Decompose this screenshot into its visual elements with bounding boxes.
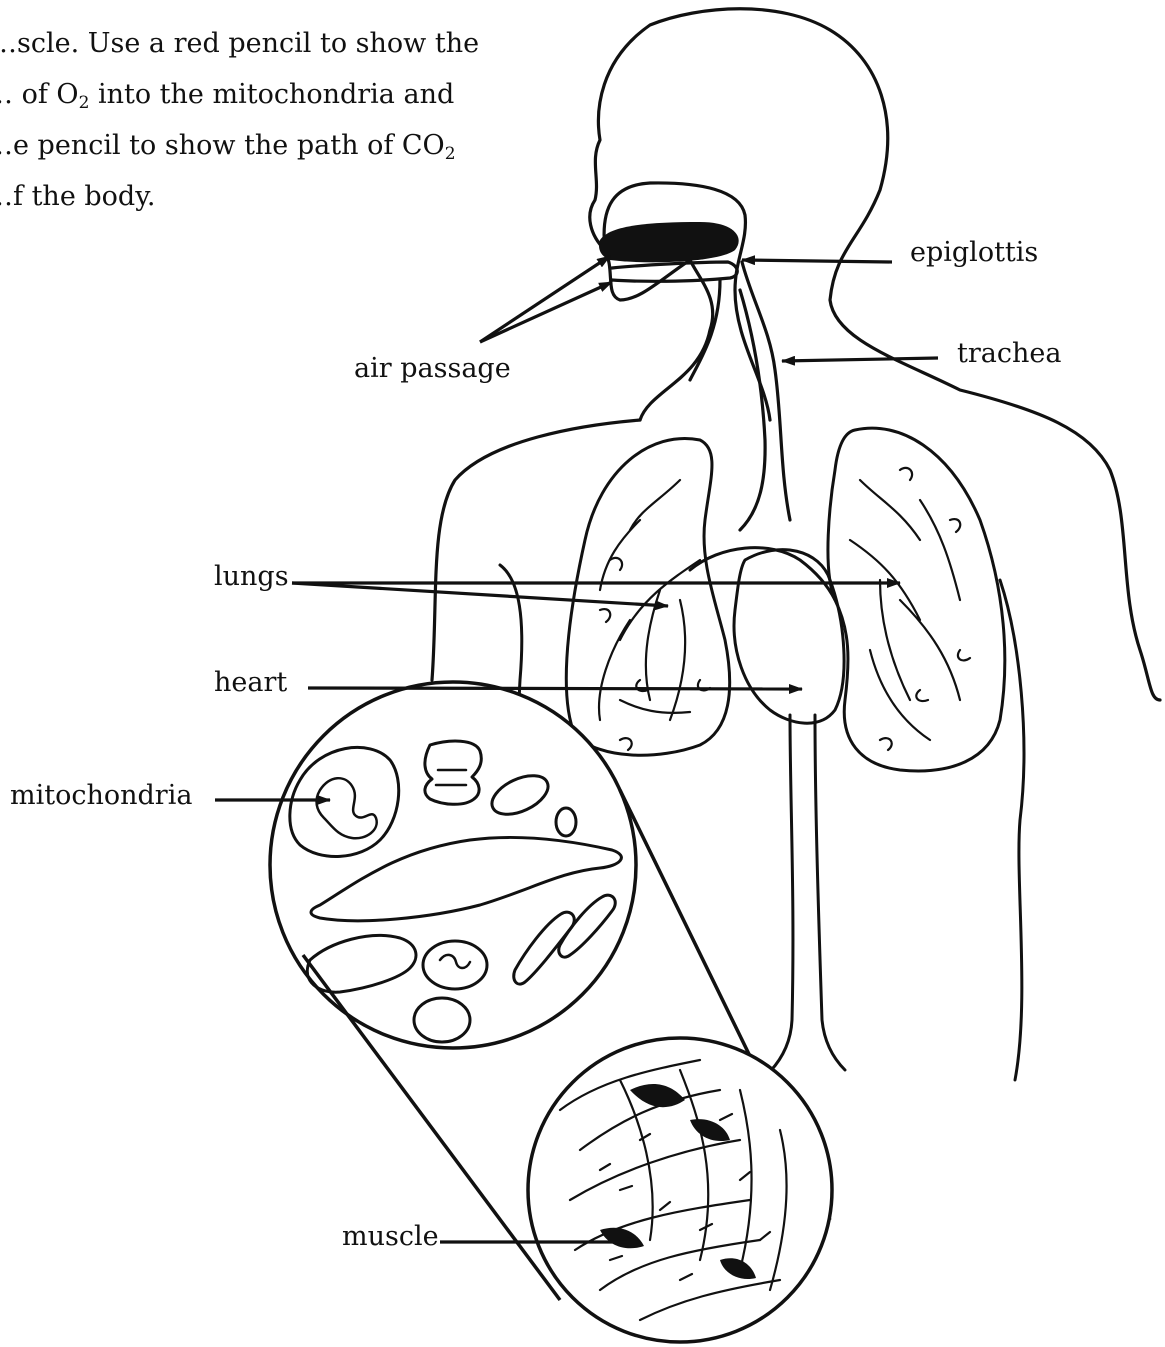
tongue-shape bbox=[599, 222, 739, 262]
vessel-down-left bbox=[720, 715, 793, 1100]
air-passage-pointer-1 bbox=[480, 256, 610, 342]
vessel-down-right bbox=[815, 715, 845, 1070]
epiglottis-pointer bbox=[742, 260, 892, 262]
label-air-passage: air passage bbox=[354, 353, 511, 384]
mitochondria-inset bbox=[270, 682, 636, 1048]
air-passage-pointer-2 bbox=[480, 282, 612, 342]
label-lungs: lungs bbox=[214, 561, 289, 592]
right-lung-outline bbox=[828, 428, 1005, 771]
lungs-pointer-1 bbox=[292, 583, 668, 606]
muscle-inset bbox=[528, 1038, 832, 1342]
lung-branches bbox=[599, 468, 970, 750]
nasal-cavity bbox=[604, 183, 770, 420]
heart-pointer bbox=[308, 688, 802, 689]
label-mitochondria: mitochondria bbox=[10, 780, 192, 811]
label-epiglottis: epiglottis bbox=[910, 237, 1038, 268]
trachea-pointer bbox=[782, 358, 938, 361]
label-muscle: muscle bbox=[342, 1221, 439, 1252]
left-shoulder bbox=[432, 420, 640, 680]
head-outline bbox=[590, 9, 1160, 700]
trachea-right bbox=[742, 262, 790, 520]
heart-outline bbox=[734, 550, 844, 724]
left-lung-outline bbox=[566, 438, 729, 755]
trachea-left bbox=[740, 290, 765, 530]
label-heart: heart bbox=[214, 667, 287, 698]
label-trachea: trachea bbox=[957, 338, 1061, 369]
